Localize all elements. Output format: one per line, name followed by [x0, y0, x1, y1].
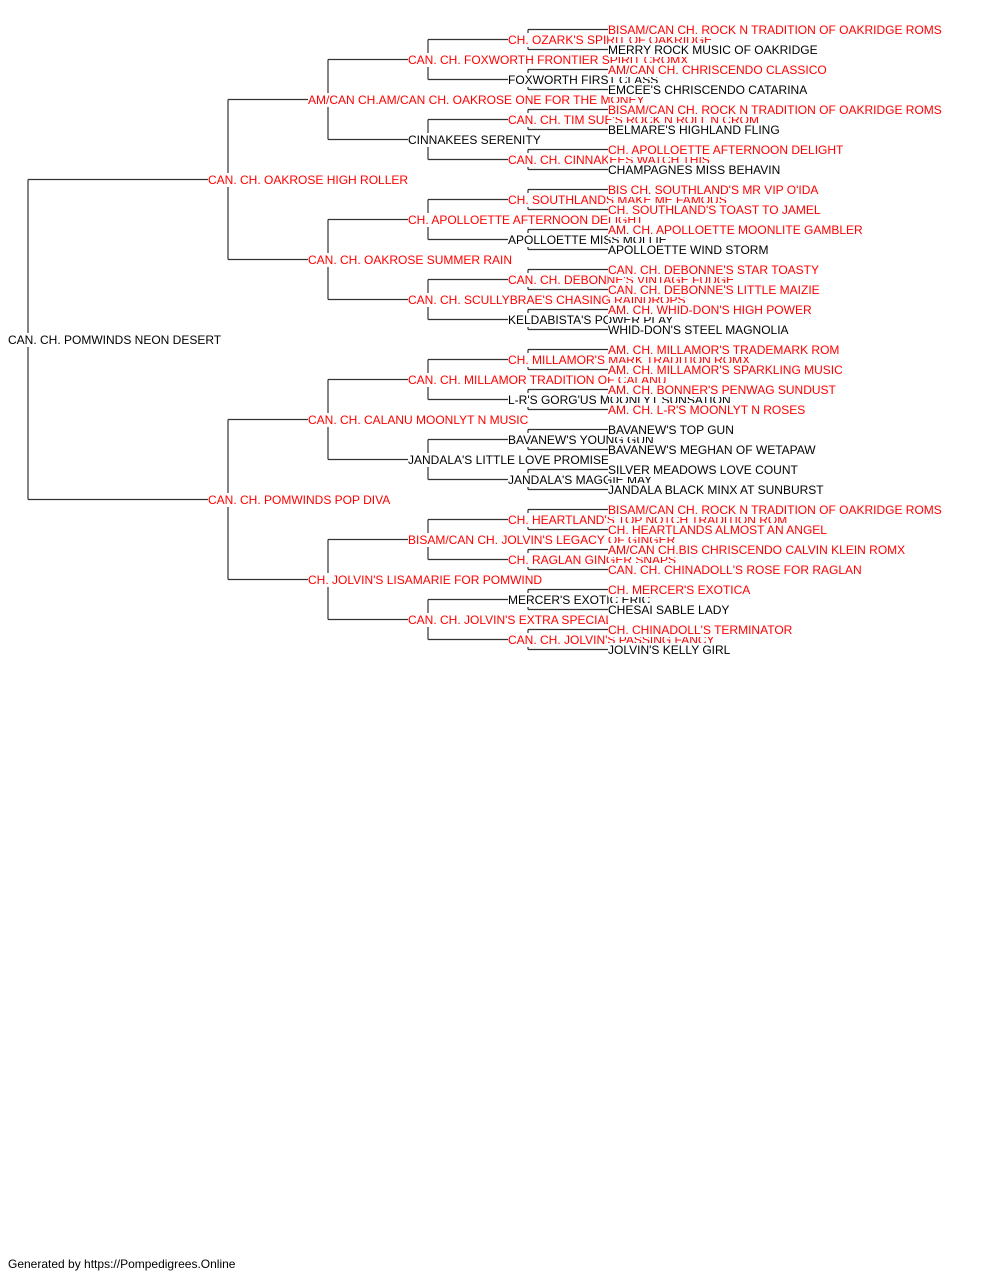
- ancestor-name-gen-5: CAN. CH. DEBONNE'S LITTLE MAIZIE: [608, 283, 822, 297]
- ancestor-name-gen-5: CH. APOLLOETTE AFTERNOON DELIGHT: [608, 143, 846, 157]
- ancestor-name-gen-5: CAN. CH. DEBONNE'S STAR TOASTY: [608, 263, 821, 277]
- ancestor-name-gen-2: CAN. CH. CALANU MOONLYT N MUSIC: [308, 413, 531, 427]
- ancestor-name-gen-3: JANDALA'S LITTLE LOVE PROMISE: [408, 453, 612, 467]
- ancestor-name-gen-5: BAVANEW'S TOP GUN: [608, 423, 736, 437]
- ancestor-name-gen-5: AM/CAN CH. CHRISCENDO CLASSICO: [608, 63, 829, 77]
- ancestor-name-gen-5: BIS CH. SOUTHLAND'S MR VIP O'IDA: [608, 183, 821, 197]
- ancestor-name-gen-2: CH. JOLVIN'S LISAMARIE FOR POMWIND: [308, 573, 545, 587]
- ancestor-name-gen-1: CAN. CH. POMWINDS POP DIVA: [208, 493, 393, 507]
- ancestor-name-gen-3: CAN. CH. JOLVIN'S EXTRA SPECIAL: [408, 613, 615, 627]
- ancestor-name-gen-3: CAN. CH. MILLAMOR TRADITION OF CALANU: [408, 373, 669, 387]
- ancestor-name-gen-3: CH. APOLLOETTE AFTERNOON DELIGHT: [408, 213, 646, 227]
- ancestor-name-gen-5: CHAMPAGNES MISS BEHAVIN: [608, 163, 783, 177]
- subject-name: CAN. CH. POMWINDS NEON DESERT: [8, 333, 224, 347]
- ancestor-name-gen-5: AM. CH. APOLLOETTE MOONLITE GAMBLER: [608, 223, 865, 237]
- ancestor-name-gen-2: CAN. CH. OAKROSE SUMMER RAIN: [308, 253, 515, 267]
- ancestor-name-gen-3: CINNAKEES SERENITY: [408, 133, 543, 147]
- ancestor-name-gen-5: JANDALA BLACK MINX AT SUNBURST: [608, 483, 826, 497]
- ancestor-name-gen-5: SILVER MEADOWS LOVE COUNT: [608, 463, 800, 477]
- ancestor-name-gen-5: BISAM/CAN CH. ROCK N TRADITION OF OAKRID…: [608, 503, 944, 517]
- ancestor-name-gen-5: AM. CH. WHID-DON'S HIGH POWER: [608, 303, 814, 317]
- ancestor-name-gen-5: BISAM/CAN CH. ROCK N TRADITION OF OAKRID…: [608, 23, 944, 37]
- ancestor-name-gen-5: CH. MERCER'S EXOTICA: [608, 583, 753, 597]
- ancestor-name-gen-5: EMCEE'S CHRISCENDO CATARINA: [608, 83, 810, 97]
- ancestor-name-gen-5: AM/CAN CH.BIS CHRISCENDO CALVIN KLEIN RO…: [608, 543, 908, 557]
- ancestor-name-gen-5: BELMARE'S HIGHLAND FLING: [608, 123, 782, 137]
- ancestor-name-gen-5: CHESAI SABLE LADY: [608, 603, 732, 617]
- ancestor-name-gen-5: AM. CH. BONNER'S PENWAG SUNDUST: [608, 383, 838, 397]
- ancestor-name-gen-5: CH. CHINADOLL'S TERMINATOR: [608, 623, 795, 637]
- ancestor-name-gen-5: CAN. CH. CHINADOLL'S ROSE FOR RAGLAN: [608, 563, 864, 577]
- ancestor-name-gen-5: AM. CH. L-R'S MOONLYT N ROSES: [608, 403, 808, 417]
- ancestor-name-gen-5: MERRY ROCK MUSIC OF OAKRIDGE: [608, 43, 820, 57]
- ancestor-name-gen-5: CH. SOUTHLAND'S TOAST TO JAMEL: [608, 203, 823, 217]
- ancestor-name-gen-5: APOLLOETTE WIND STORM: [608, 243, 771, 257]
- ancestor-name-gen-5: BISAM/CAN CH. ROCK N TRADITION OF OAKRID…: [608, 103, 944, 117]
- footer-credit: Generated by https://Pompedigrees.Online: [8, 1257, 236, 1271]
- ancestor-name-gen-5: CH. HEARTLANDS ALMOST AN ANGEL: [608, 523, 829, 537]
- ancestor-name-gen-2: AM/CAN CH.AM/CAN CH. OAKROSE ONE FOR THE…: [308, 93, 647, 107]
- ancestor-name-gen-5: AM. CH. MILLAMOR'S TRADEMARK ROM: [608, 343, 842, 357]
- ancestor-name-gen-5: JOLVIN'S KELLY GIRL: [608, 643, 733, 657]
- ancestor-name-gen-1: CAN. CH. OAKROSE HIGH ROLLER: [208, 173, 411, 187]
- ancestor-name-gen-5: BAVANEW'S MEGHAN OF WETAPAW: [608, 443, 818, 457]
- ancestor-name-gen-5: AM. CH. MILLAMOR'S SPARKLING MUSIC: [608, 363, 845, 377]
- ancestor-name-gen-5: WHID-DON'S STEEL MAGNOLIA: [608, 323, 791, 337]
